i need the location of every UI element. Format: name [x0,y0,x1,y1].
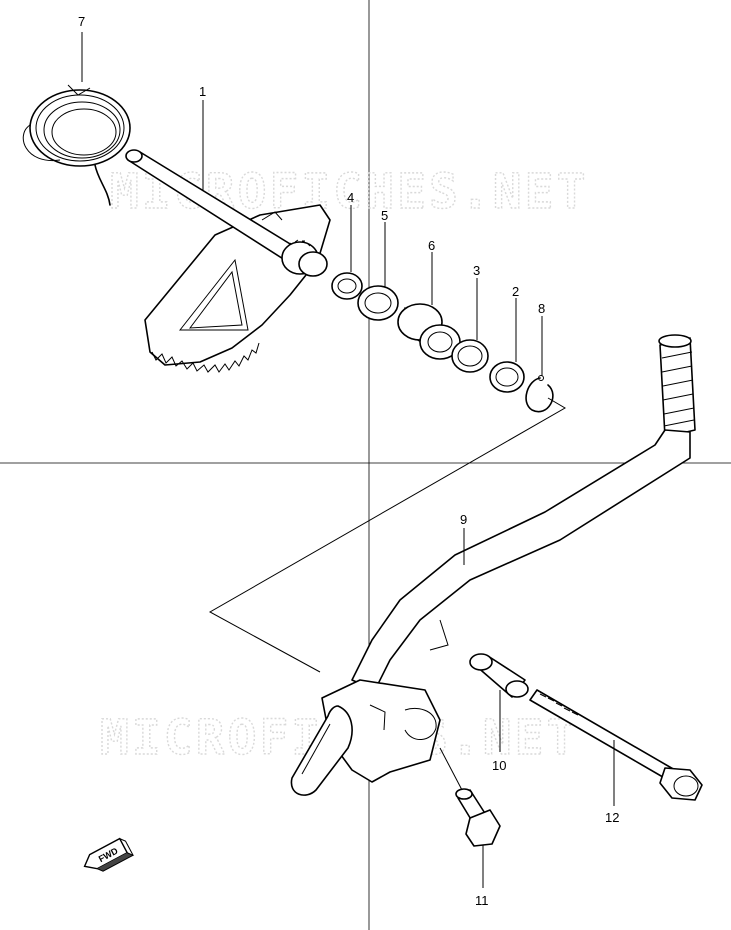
callout-2: 2 [512,284,519,299]
assembly-guide-lines [208,397,566,791]
part-9-kick-lever [290,334,696,796]
part-5-washer [357,285,399,321]
fwd-arrow-icon: FWD [83,837,135,872]
leader-lines [81,32,615,888]
part-4-washer [331,272,363,300]
callout-11: 11 [475,893,489,908]
callout-7: 7 [78,14,85,29]
callout-4: 4 [347,190,354,205]
callout-8: 8 [538,301,545,316]
part-7-spring [22,84,131,206]
callout-12: 12 [605,810,619,825]
callout-6: 6 [428,238,435,253]
callout-9: 9 [460,512,467,527]
part-2-washer [489,361,525,393]
part-11-pinch-bolt [455,788,501,847]
part-8-circlip [525,375,554,413]
part-6-collar [397,303,461,360]
callout-labels: 7 1 4 5 6 3 2 8 9 10 12 11 [78,14,619,908]
callout-1: 1 [199,84,206,99]
callout-3: 3 [473,263,480,278]
callout-10: 10 [492,758,506,773]
part-3-washer [451,339,489,373]
part-1-kick-shaft [125,149,331,373]
part-12-bolt [529,689,703,801]
part-10-sleeve [469,653,529,698]
callout-5: 5 [381,208,388,223]
